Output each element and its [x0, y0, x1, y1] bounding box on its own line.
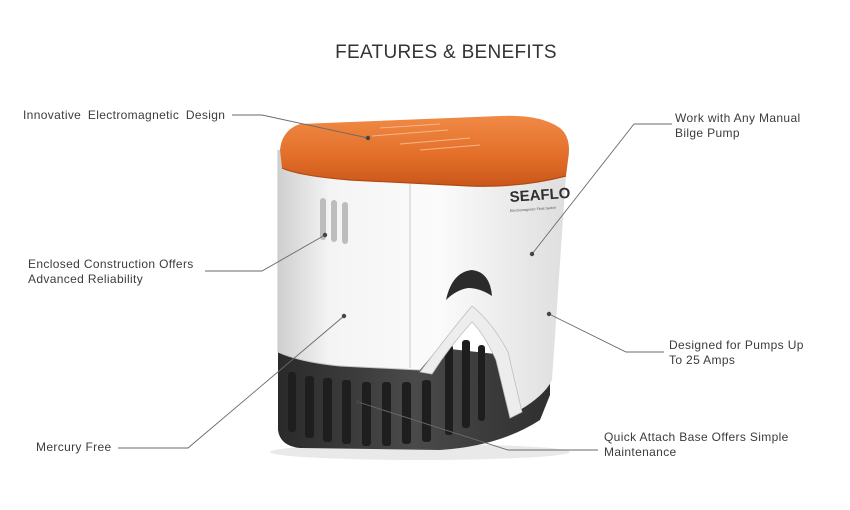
- callout-line: Enclosed Construction Offers: [28, 257, 194, 271]
- callout-line: Quick Attach Base Offers Simple: [604, 430, 789, 444]
- base-arch: [419, 305, 523, 419]
- page-title: FEATURES & BENEFITS: [335, 42, 557, 63]
- leader-base: [357, 401, 598, 451]
- leader-amps: [548, 313, 664, 353]
- callout-mercury-free: Mercury Free: [36, 440, 112, 455]
- callout-manual-bilge-pump: Work with Any Manual Bilge Pump: [675, 111, 801, 141]
- leader-innovative: [232, 114, 369, 139]
- body-housing: [278, 145, 568, 410]
- leader-enclosed: [205, 234, 326, 272]
- callout-line: Work with Any Manual: [675, 111, 801, 125]
- callout-25-amps: Designed for Pumps Up To 25 Amps: [669, 338, 804, 368]
- leader-mercury: [118, 315, 345, 449]
- callout-line: Bilge Pump: [675, 126, 740, 140]
- orange-cap: [280, 115, 569, 187]
- leader-manual: [531, 123, 672, 255]
- cap-print: [371, 123, 481, 151]
- callout-line: Innovative Electromagnetic Design: [23, 108, 226, 122]
- callout-innovative-design: Innovative Electromagnetic Design: [23, 108, 225, 123]
- callout-line: Maintenance: [604, 445, 677, 459]
- callout-line: Advanced Reliability: [28, 272, 144, 286]
- vent-slots: [320, 198, 348, 244]
- release-notch: [446, 270, 492, 300]
- leader-lines: [118, 114, 672, 451]
- brand-tagline: Electromagnetic Float Switch: [510, 206, 557, 213]
- callout-line: To 25 Amps: [669, 353, 736, 367]
- callout-quick-attach-base: Quick Attach Base Offers Simple Maintena…: [604, 430, 789, 460]
- callout-line: Mercury Free: [36, 440, 112, 454]
- callout-line: Designed for Pumps Up: [669, 338, 804, 352]
- brand-logo: SEAFLO: [509, 185, 571, 206]
- callout-enclosed-construction: Enclosed Construction Offers Advanced Re…: [28, 257, 194, 287]
